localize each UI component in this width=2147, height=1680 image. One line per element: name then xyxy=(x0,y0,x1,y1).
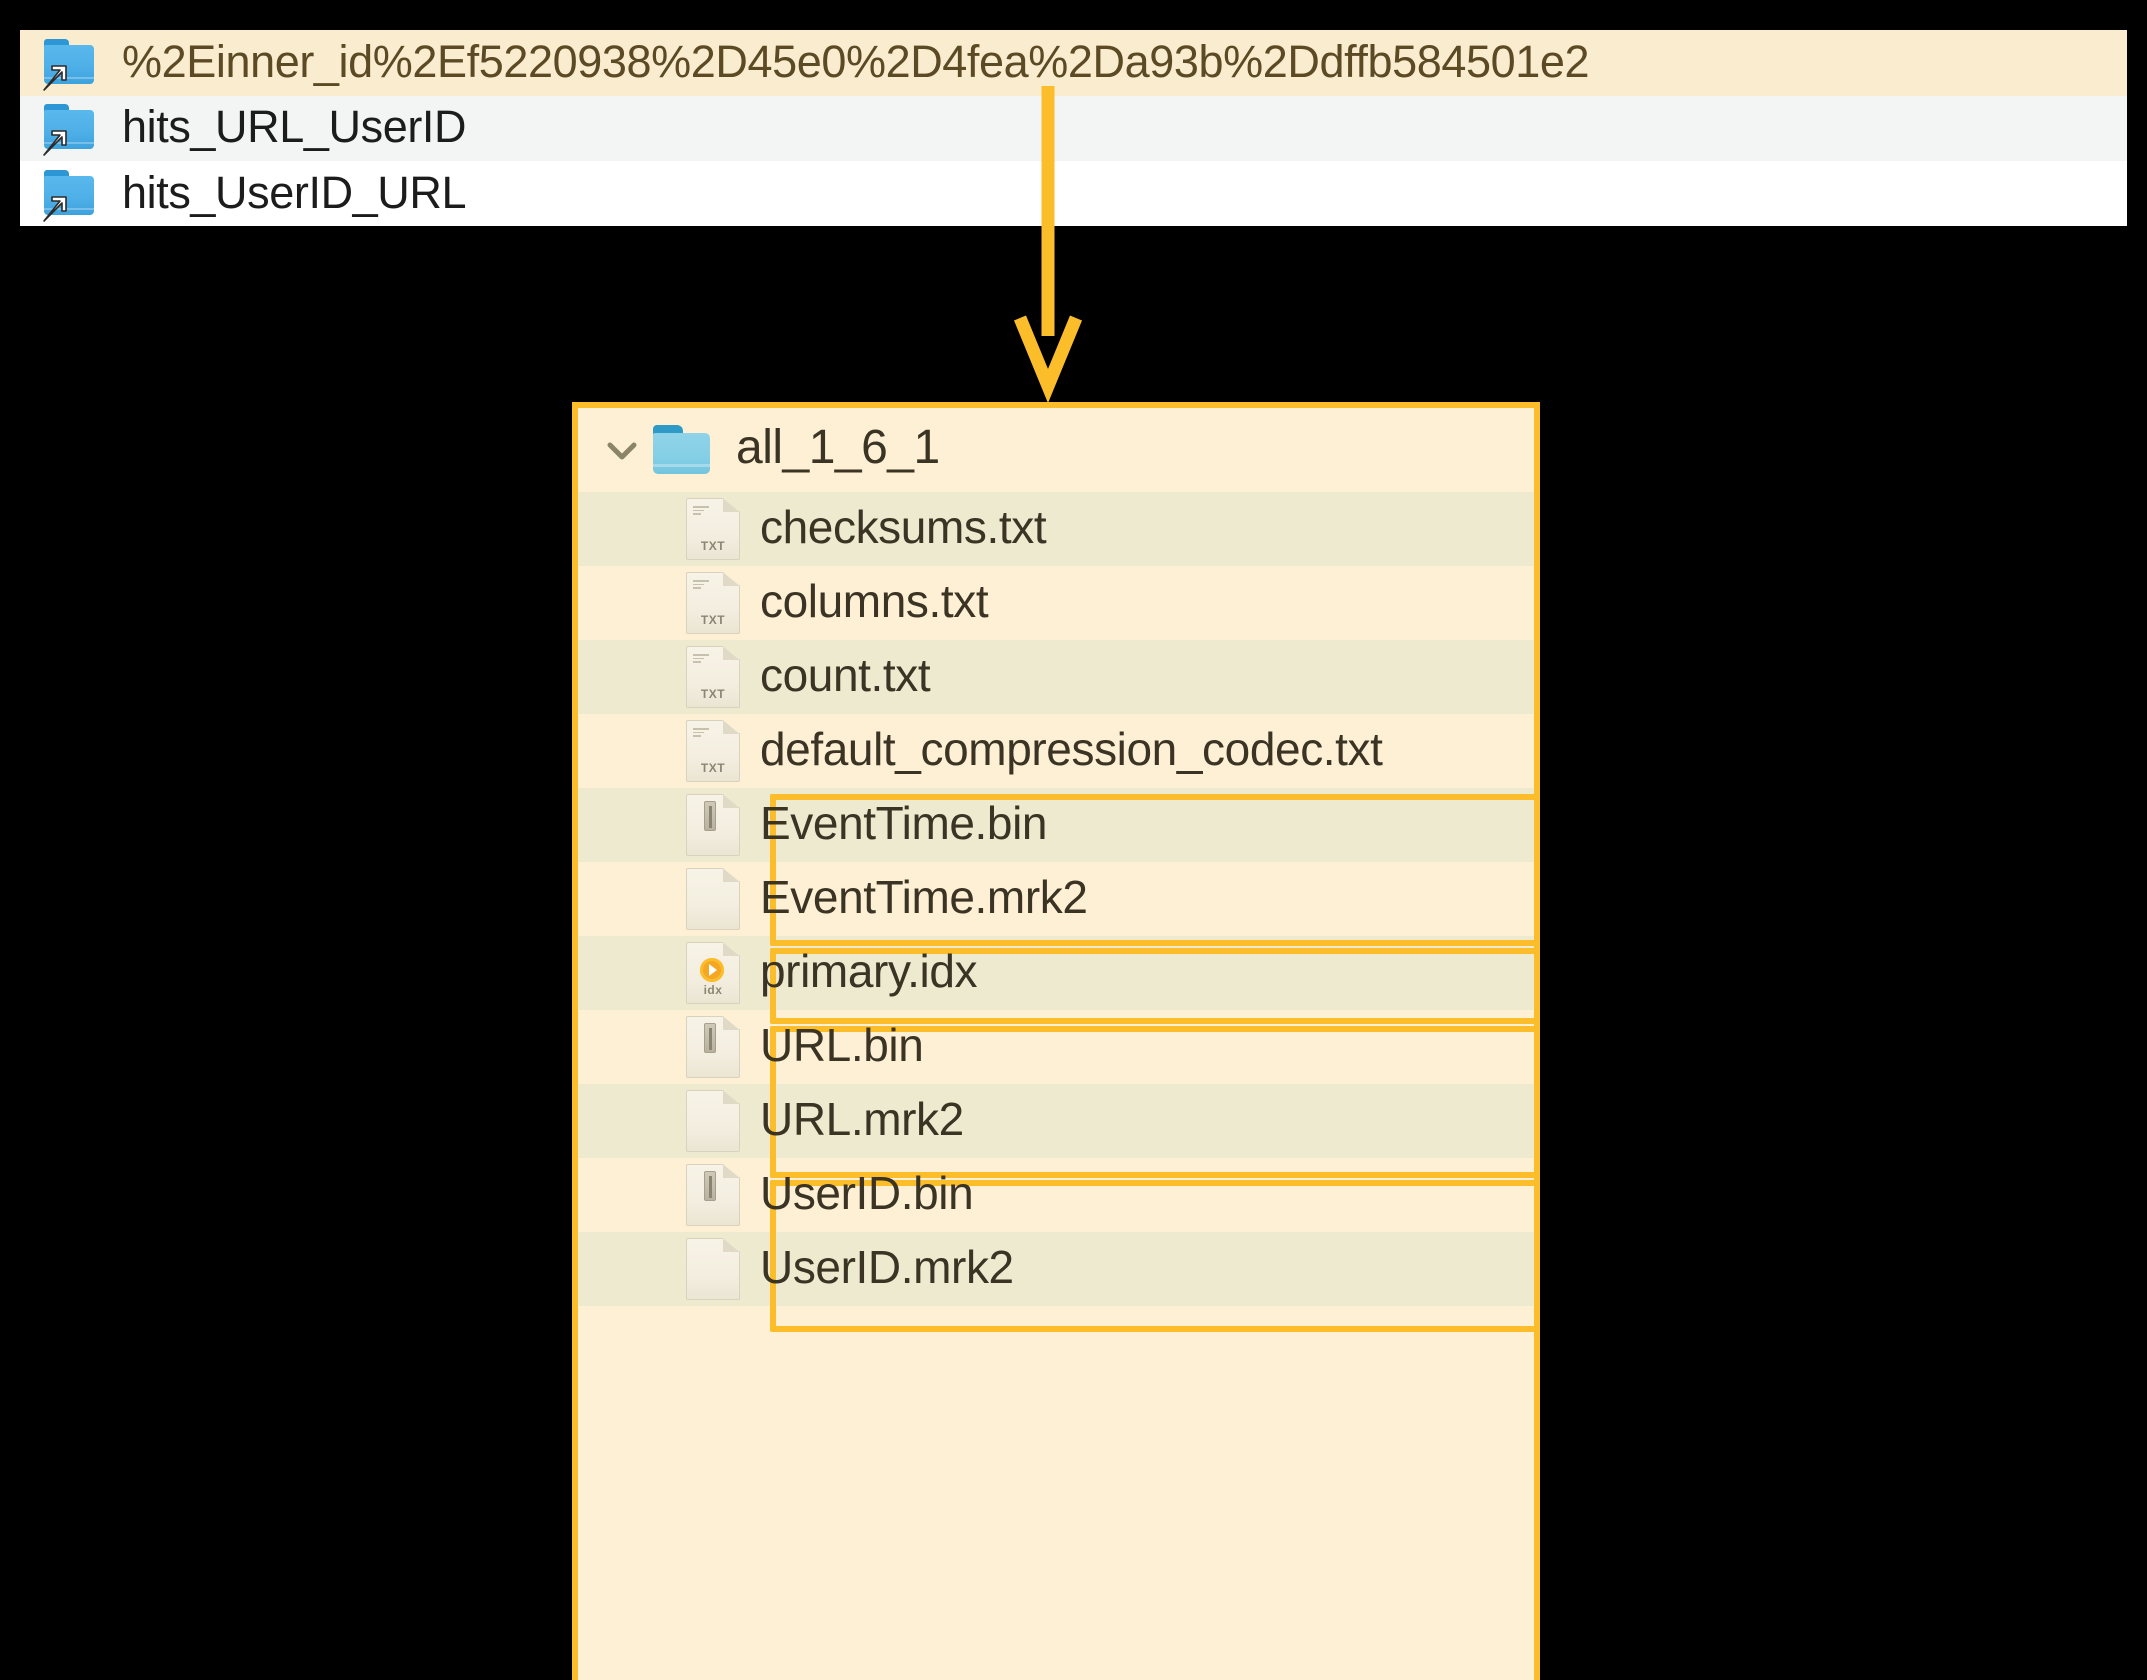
txt-file-icon: TXT xyxy=(686,720,740,782)
file-icon-tag: TXT xyxy=(700,761,726,775)
list-item-label: hits_URL_UserID xyxy=(122,101,467,153)
bin-file-icon xyxy=(686,1164,740,1226)
symlink-folder-list: %2Einner_id%2Ef5220938%2D45e0%2D4fea%2Da… xyxy=(20,30,2127,226)
file-label: EventTime.mrk2 xyxy=(760,871,1088,923)
folder-symlink-icon xyxy=(42,37,100,91)
mrk-file-icon xyxy=(686,1238,740,1300)
down-arrow-icon xyxy=(1013,86,1083,404)
bin-file-icon xyxy=(686,1016,740,1078)
shortcut-arrow-icon xyxy=(43,64,67,91)
tree-file-row[interactable]: EventTime.bin xyxy=(578,788,1534,862)
tree-file-row[interactable]: UserID.bin xyxy=(578,1158,1534,1232)
file-label: URL.bin xyxy=(760,1019,924,1071)
tree-file-row[interactable]: idx primary.idx xyxy=(578,936,1534,1010)
file-label: columns.txt xyxy=(760,575,989,627)
folder-open-icon xyxy=(652,424,714,476)
list-item[interactable]: hits_URL_UserID xyxy=(20,95,2127,161)
folder-label: all_1_6_1 xyxy=(736,421,940,474)
tree-file-row[interactable]: URL.mrk2 xyxy=(578,1084,1534,1158)
tree-file-row[interactable]: TXT columns.txt xyxy=(578,566,1534,640)
list-item[interactable]: hits_UserID_URL xyxy=(20,161,2127,226)
file-icon-tag: TXT xyxy=(700,539,726,553)
folder-symlink-icon xyxy=(42,102,100,157)
txt-file-icon: TXT xyxy=(686,498,740,560)
file-label: checksums.txt xyxy=(760,501,1047,553)
txt-file-icon: TXT xyxy=(686,646,740,708)
part-directory-panel: all_1_6_1 TXT checksums.txt xyxy=(572,402,1540,1680)
file-icon-tag: TXT xyxy=(700,613,726,627)
tree-file-row[interactable]: UserID.mrk2 xyxy=(578,1232,1534,1306)
shortcut-arrow-icon xyxy=(43,195,67,222)
chevron-down-icon[interactable] xyxy=(600,428,644,472)
folder-symlink-icon xyxy=(42,168,100,222)
file-label: UserID.bin xyxy=(760,1167,974,1219)
tree-file-row[interactable]: TXT count.txt xyxy=(578,640,1534,714)
file-icon-tag: TXT xyxy=(700,687,726,701)
file-label: default_compression_codec.txt xyxy=(760,723,1383,775)
file-label: URL.mrk2 xyxy=(760,1093,964,1145)
tree-file-row[interactable]: TXT checksums.txt xyxy=(578,492,1534,566)
part-directory-tree: all_1_6_1 TXT checksums.txt xyxy=(578,408,1534,1332)
tree-folder-all_1_6_1[interactable]: all_1_6_1 xyxy=(578,408,1534,492)
list-item-label: %2Einner_id%2Ef5220938%2D45e0%2D4fea%2Da… xyxy=(122,35,1590,87)
list-item-label: hits_UserID_URL xyxy=(122,166,467,218)
txt-file-icon: TXT xyxy=(686,572,740,634)
list-item[interactable]: %2Einner_id%2Ef5220938%2D45e0%2D4fea%2Da… xyxy=(20,30,2127,96)
tree-file-row[interactable]: EventTime.mrk2 xyxy=(578,862,1534,936)
shortcut-arrow-icon xyxy=(43,130,67,157)
tree-file-row[interactable]: URL.bin xyxy=(578,1010,1534,1084)
file-icon-tag: idx xyxy=(703,983,723,997)
mrk-file-icon xyxy=(686,1090,740,1152)
bin-file-icon xyxy=(686,794,740,856)
tree-file-row[interactable]: TXT default_compression_codec.txt xyxy=(578,714,1534,788)
file-label: count.txt xyxy=(760,649,931,701)
mrk-file-icon xyxy=(686,868,740,930)
file-label: primary.idx xyxy=(760,945,978,997)
file-label: UserID.mrk2 xyxy=(760,1241,1014,1293)
idx-file-icon: idx xyxy=(686,942,740,1004)
file-label: EventTime.bin xyxy=(760,797,1048,849)
